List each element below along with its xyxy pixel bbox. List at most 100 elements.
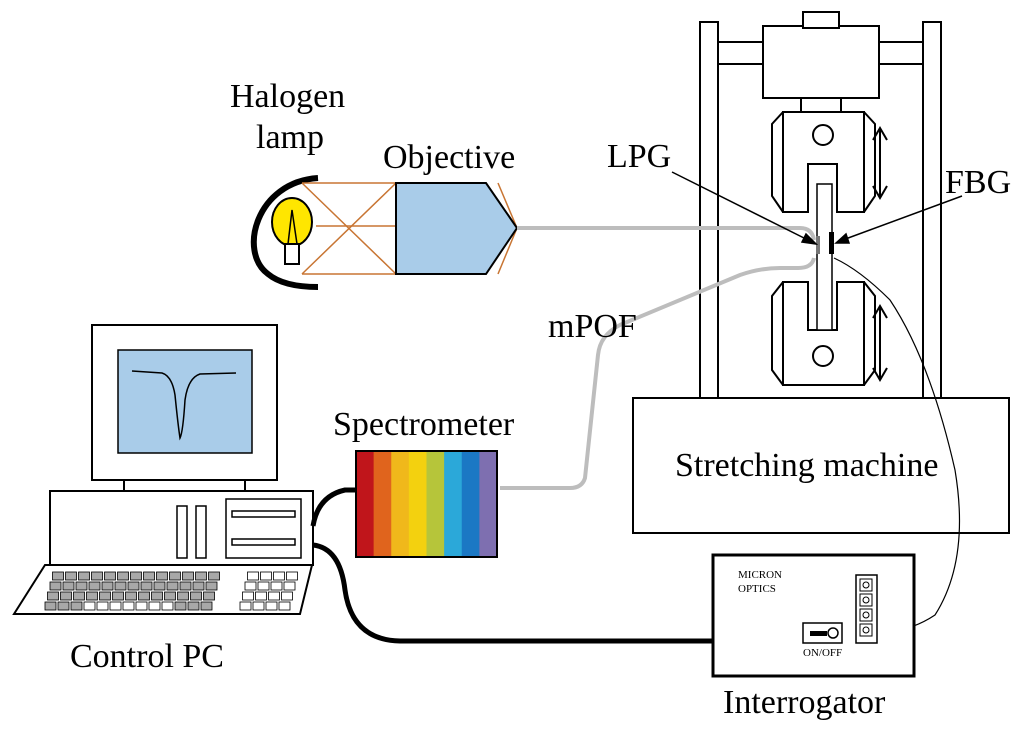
keyboard-key (169, 571, 181, 581)
keyboard-key (200, 601, 213, 611)
keyboard-key (114, 581, 127, 591)
halogen-lamp: Halogen lamp (230, 78, 518, 290)
keyboard-numpad-key (247, 571, 259, 581)
lpg-pointer-head (800, 232, 819, 246)
keyboard-key (127, 581, 140, 591)
keyboard-key (109, 601, 122, 611)
interrogator-label: Interrogator (723, 684, 886, 721)
light-rays (301, 182, 518, 275)
keyboard-key (135, 601, 148, 611)
machine-column-left (699, 21, 719, 399)
keyboard-key (190, 591, 202, 601)
connector-port-hole (862, 596, 870, 604)
pc-slot-1 (176, 505, 188, 559)
lpg-label: LPG (607, 138, 671, 175)
keyboard-key (130, 571, 142, 581)
spectrum-dip-trace (131, 370, 237, 441)
lower-grip-wedge (771, 281, 784, 386)
output-fiber (500, 257, 816, 490)
keyboard-key (83, 601, 96, 611)
pc-drive-bay (225, 498, 302, 559)
keyboard-numpad-key (252, 601, 265, 611)
objective: Objective (383, 139, 519, 275)
upper-grip (782, 111, 865, 213)
keyboard-key (156, 571, 168, 581)
spectrum-band (461, 451, 480, 557)
keyboard-key (192, 581, 205, 591)
keyboard-key (140, 581, 153, 591)
keyboard-key (44, 601, 57, 611)
keyboard-numpad-key (242, 591, 254, 601)
control-pc-label: Control PC (70, 638, 224, 675)
interrogator-brand-line2: OPTICS (738, 583, 776, 595)
keyboard-key (164, 591, 176, 601)
lower-grip-bolt (812, 345, 834, 367)
machine-top-cap (802, 11, 840, 29)
spectrum-band (479, 451, 498, 557)
keyboard-numpad-key (270, 581, 283, 591)
keyboard-numpad-key (265, 601, 278, 611)
keyboard-numpad-key (281, 591, 293, 601)
keyboard-numpad-key (260, 571, 272, 581)
keyboard-key (166, 581, 179, 591)
keyboard-key (122, 601, 135, 611)
keyboard-numpad-key (286, 571, 298, 581)
machine-base (632, 397, 1010, 534)
keyboard-key (153, 581, 166, 591)
objective-label: Objective (383, 139, 515, 176)
bulb-glass (271, 197, 313, 247)
mpof-fibers (500, 226, 816, 490)
spectrum-band (391, 451, 410, 557)
pc-drive-1 (231, 510, 296, 518)
upper-grip-wedge-right (863, 111, 876, 213)
spectrum-bands (356, 451, 498, 557)
spectrum-band (426, 451, 445, 557)
objective-body (395, 182, 519, 275)
upper-grip-wedge (771, 111, 784, 213)
keyboard-numpad-key (278, 601, 291, 611)
keyboard-key (101, 581, 114, 591)
keyboard-key (91, 571, 103, 581)
keyboard-key (96, 601, 109, 611)
keyboard-key (62, 581, 75, 591)
fbg-label: FBG (945, 164, 1011, 201)
keyboard-key (47, 591, 59, 601)
spectrum-band (408, 451, 427, 557)
interrogator: MICRON OPTICS ON/OFF Interrogator (711, 553, 916, 721)
fbg-pointer-line (839, 195, 963, 242)
mpof-label: mPOF (548, 308, 637, 345)
halogen-lamp-label-line1: Halogen (230, 78, 345, 115)
connector-port-hole (862, 581, 870, 589)
keyboard-numpad-key (239, 601, 252, 611)
keyboard-key (138, 591, 150, 601)
machine-top-rod (800, 97, 842, 113)
spectrometer-frame (355, 450, 498, 558)
keyboard-key (205, 581, 218, 591)
keyboard-key (208, 571, 220, 581)
power-indicator (827, 627, 839, 639)
fbg-lead-wire (833, 257, 961, 633)
halogen-lamp-label-line2: lamp (256, 119, 324, 156)
spectrum-band (356, 451, 375, 557)
keyboard-key (182, 571, 194, 581)
specimen-strip (816, 183, 833, 331)
keyboard-key (52, 571, 64, 581)
fbg-pointer-head (834, 232, 851, 244)
keyboard-key (88, 581, 101, 591)
keyboard-keys (44, 571, 298, 611)
keyboard-key (177, 591, 189, 601)
keyboard-key (70, 601, 83, 611)
upper-grip-bolt (812, 124, 834, 146)
control-pc: Control PC (12, 324, 314, 675)
keyboard-key (203, 591, 215, 601)
keyboard-numpad-key (283, 581, 296, 591)
keyboard-key (60, 591, 72, 601)
lower-motion-arrow (872, 304, 888, 382)
keyboard-key (104, 571, 116, 581)
keyboard-numpad-key (268, 591, 280, 601)
keyboard-numpad-key (255, 591, 267, 601)
pc-interrogator-cable (312, 542, 713, 644)
machine-top-head (762, 25, 880, 99)
spectrum-band (373, 451, 392, 557)
